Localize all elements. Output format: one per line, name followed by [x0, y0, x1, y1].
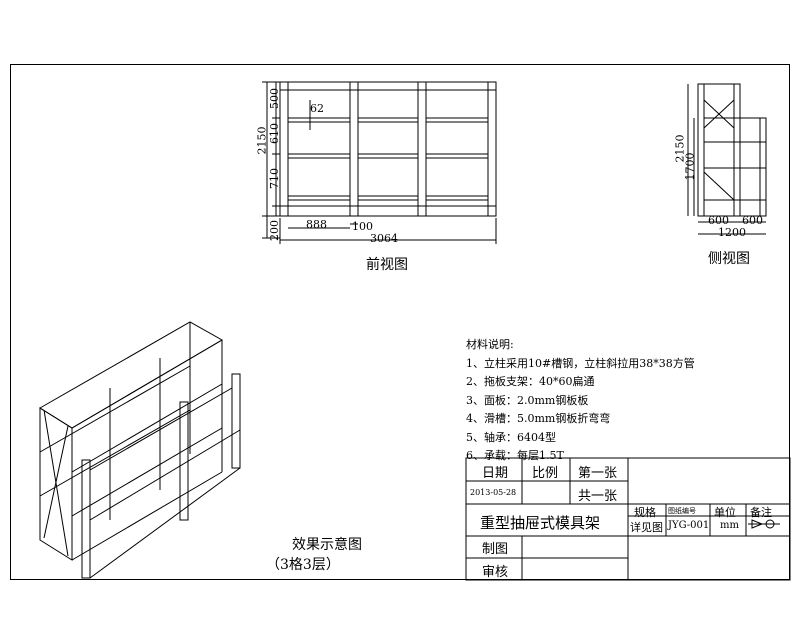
- spec-label: 规格: [634, 506, 656, 519]
- side-dim-depth-b: 600: [742, 214, 763, 227]
- spec-value: 详见图: [630, 521, 663, 534]
- sheet-number: 第一张: [578, 466, 618, 481]
- front-view-label: 前视图: [366, 257, 408, 273]
- side-view-label: 侧视图: [708, 251, 750, 267]
- checker-label: 审核: [482, 565, 509, 580]
- material-note-3: 3、面板：2.0mm钢板板: [466, 393, 589, 407]
- product-name: 重型抽屉式模具架: [480, 514, 601, 532]
- remark-label: 备注: [750, 506, 772, 519]
- material-note-6: 6、承载：每层1.5T: [466, 449, 564, 462]
- front-dim-bay: 888: [306, 218, 327, 231]
- material-note-1: 1、立柱采用10#槽钢，立柱斜拉用38*38方管: [466, 356, 695, 370]
- isometric-sublabel: （3格3层）: [266, 557, 340, 573]
- drawing-border: [10, 64, 790, 580]
- unit-label: 单位: [714, 506, 736, 519]
- drawing-number-value: JYG-001: [668, 520, 710, 531]
- material-note-5: 5、轴承：6404型: [466, 430, 556, 444]
- side-dim-total-depth: 1200: [718, 226, 746, 239]
- unit-value: mm: [720, 520, 739, 531]
- side-dim-depth-a: 600: [708, 214, 729, 227]
- material-note-2: 2、拖板支架：40*60扁通: [466, 375, 595, 388]
- date-label: 日期: [482, 466, 509, 481]
- date-value: 2013-05-28: [470, 488, 517, 497]
- sheet-total: 共一张: [578, 489, 618, 504]
- front-dim-total-width: 3064: [370, 232, 398, 245]
- scale-label: 比例: [532, 466, 559, 481]
- drafter-label: 制图: [482, 542, 509, 557]
- front-dim-gap: 62: [310, 102, 324, 115]
- material-notes: 材料说明: 1、立柱采用10#槽钢，立柱斜拉用38*38方管 2、拖板支架：40…: [466, 336, 695, 466]
- material-notes-title: 材料说明:: [466, 338, 514, 351]
- isometric-label: 效果示意图: [292, 537, 362, 553]
- material-note-4: 4、滑槽：5.0mm钢板折弯弯: [466, 412, 611, 425]
- drawing-number-label: 图纸编号: [668, 507, 696, 515]
- front-dim-post: 100: [352, 220, 373, 233]
